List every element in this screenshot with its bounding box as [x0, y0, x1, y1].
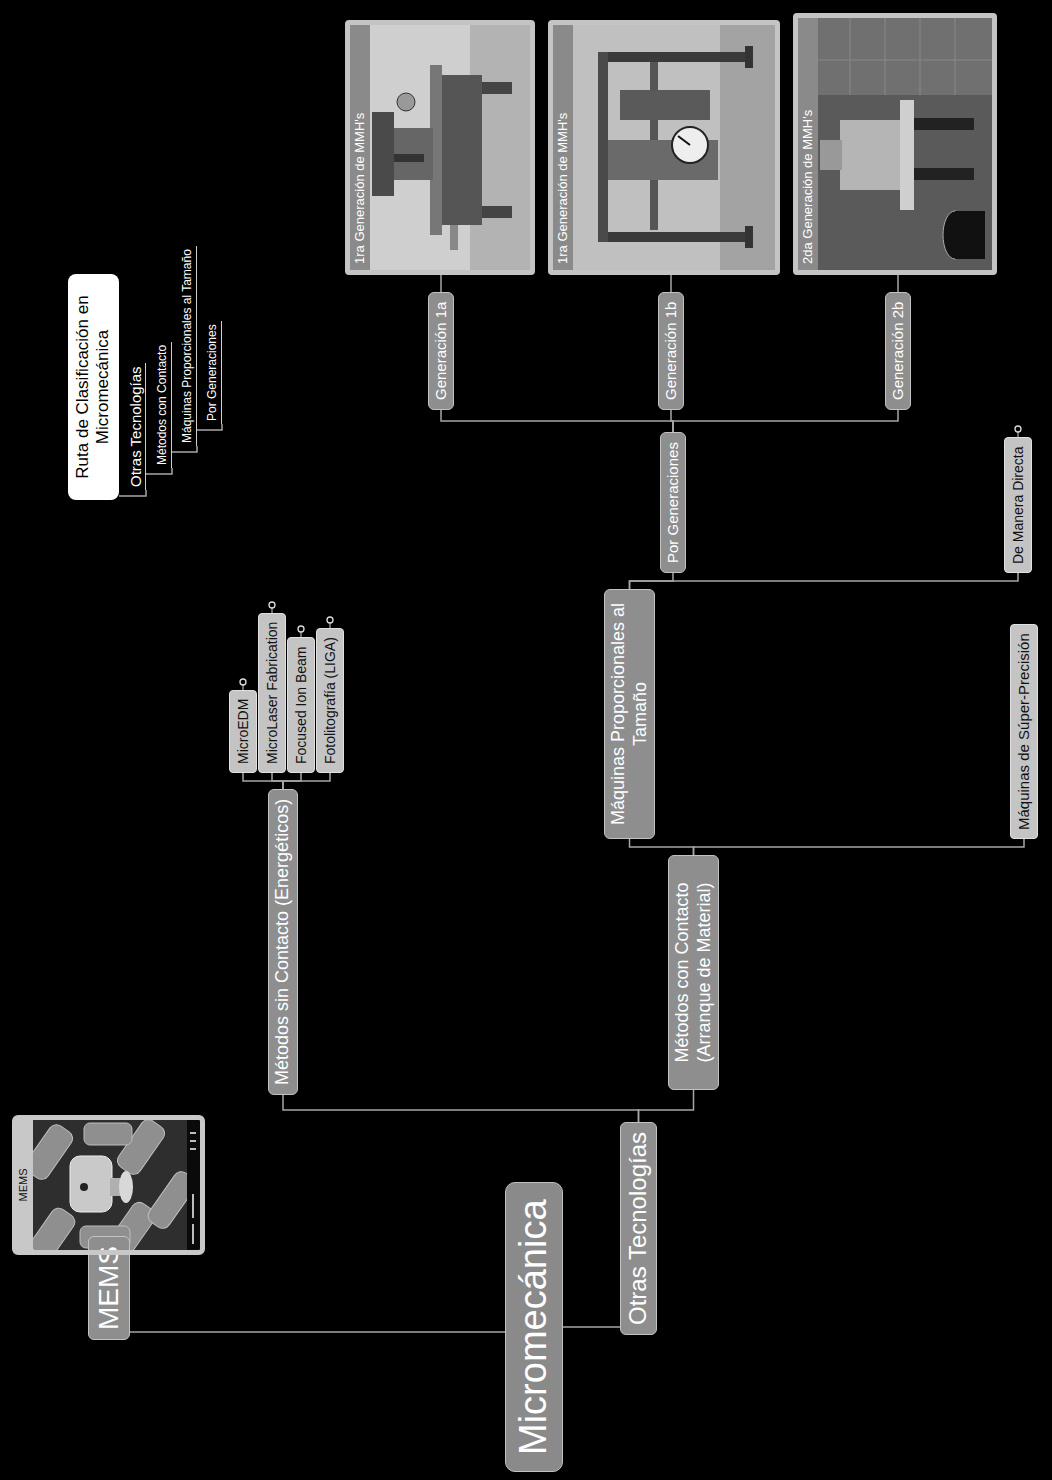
leaf-topic: De Manera Directa: [1004, 438, 1032, 574]
photo-panel: 1ra Generación de MMH's: [345, 20, 535, 275]
branch-line: [694, 839, 1025, 855]
topic-label: Ruta de Clasificación en Micromecánica: [73, 284, 114, 490]
branch-line: [283, 1095, 639, 1122]
sub-topic: Métodos con Contacto (Arranque de Materi…: [668, 855, 719, 1090]
branch-line: [670, 275, 672, 292]
collapse-tick: [301, 632, 302, 637]
path-step: Máquinas Proporcionales al Tamaño: [179, 246, 197, 446]
path-step: Métodos con Contacto: [154, 342, 172, 468]
leaf-topic: Máquinas de Súper-Precisión: [1010, 624, 1038, 839]
topic-label: Generación 2b: [889, 302, 907, 400]
topic-label: Otras Tecnologías: [624, 1132, 653, 1325]
panel-caption: 1ra Generación de MMH's: [553, 25, 573, 270]
topic-label: Generación 1a: [432, 302, 450, 400]
topic-label: De Manera Directa: [1008, 447, 1028, 565]
topic-label: Focused Ion Beam: [291, 646, 311, 764]
branch-line: [897, 275, 899, 292]
sub-topic: Métodos sin Contacto (Energéticos): [268, 789, 298, 1095]
branch-line: [441, 410, 673, 432]
machine-photo-1a: [350, 25, 530, 270]
branch-line: [563, 1326, 620, 1328]
topic-label: Máquinas de Súper-Precisión: [1014, 633, 1034, 830]
topic-label: Máquinas Proporcionales al Tamaño: [179, 249, 195, 443]
topic-label: Métodos con Contacto (Arranque de Materi…: [672, 865, 715, 1080]
collapse-dot: [269, 602, 275, 608]
collapse-dot: [1015, 426, 1021, 432]
topic-label: Otras Tecnologías: [128, 366, 144, 487]
collapse-dot: [298, 626, 304, 632]
main-topic: Otras Tecnologías: [620, 1122, 657, 1335]
sub-topic: Por Generaciones: [660, 432, 686, 573]
photo-panel: 1ra Generación de MMH's: [548, 20, 780, 275]
branch-line: [243, 773, 283, 789]
branch-line: [630, 839, 694, 855]
branch-line: [130, 1331, 505, 1333]
branch-line: [283, 773, 330, 789]
sub-topic: Generación 1b: [658, 292, 684, 410]
machine-photo-1b: [553, 25, 775, 270]
panel-caption: MEMS: [17, 1120, 33, 1250]
branch-line: [630, 573, 1019, 589]
topic-label: Fotolitografía (LIGA): [320, 637, 340, 764]
machine-photo-2: [798, 18, 992, 270]
photo-panel: 2da Generación de MMH's: [793, 13, 997, 275]
sub-topic: Generación 1a: [428, 292, 454, 410]
branch-line: [119, 490, 146, 496]
branch-line: [272, 773, 283, 789]
panel-caption: 2da Generación de MMH's: [798, 18, 818, 270]
collapse-dot: [327, 617, 333, 623]
branch-line: [172, 446, 197, 452]
topic-label: Por Generaciones: [664, 442, 682, 563]
branch-line: [197, 424, 222, 430]
topic-label: Por Generaciones: [204, 324, 220, 421]
sem-image: [30, 1120, 200, 1250]
panel-caption: 1ra Generación de MMH's: [350, 25, 370, 270]
branch-line: [639, 1090, 694, 1122]
branch-line: [673, 410, 898, 432]
leaf-topic: MicroEDM: [229, 690, 257, 773]
sub-topic: Generación 2b: [885, 292, 911, 410]
topic-label: Micromecánica: [511, 1199, 557, 1455]
path-step: Otras Tecnologías: [128, 363, 146, 490]
path-box: Ruta de Clasificación en Micromecánica: [68, 274, 119, 500]
collapse-tick: [1018, 432, 1019, 437]
collapse-dot: [240, 679, 246, 685]
topic-label: MicroEDM: [233, 699, 253, 764]
image-panel: MEMS: [12, 1115, 205, 1255]
sub-topic: Máquinas Proporcionales al Tamaño: [604, 589, 655, 839]
topic-label: MicroLaser Fabrication: [262, 622, 282, 764]
topic-label: Generación 1b: [662, 302, 680, 400]
topic-label: Métodos con Contacto: [154, 345, 170, 465]
branch-line: [146, 468, 172, 474]
branch-line: [440, 275, 442, 292]
topic-label: MEMS: [92, 1246, 126, 1330]
topic-label: Métodos sin Contacto (Energéticos): [272, 799, 294, 1085]
leaf-topic: Fotolitografía (LIGA): [316, 628, 344, 773]
path-step: Por Generaciones: [204, 321, 222, 424]
leaf-topic: MicroLaser Fabrication: [258, 613, 286, 773]
leaf-topic: Focused Ion Beam: [287, 637, 315, 773]
root-topic: Micromecánica: [505, 1182, 563, 1472]
topic-label: Máquinas Proporcionales al Tamaño: [608, 599, 651, 829]
